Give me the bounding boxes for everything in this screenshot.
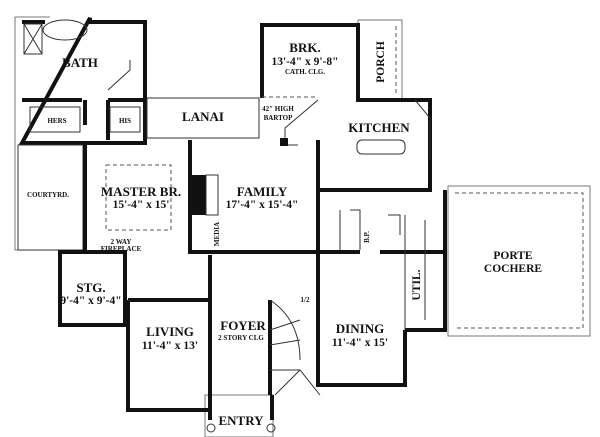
exterior-outlines [14,16,591,437]
entry-label: ENTRY [218,413,264,428]
media-label: MEDIA [213,222,221,246]
half-bath-label: 1/2 [301,296,310,304]
brk-label: BRK. [289,40,320,55]
living-dims: 11'-4" x 13' [142,340,198,352]
foyer-note: 2 STORY CLG [218,334,264,342]
lanai-label: LANAI [182,109,224,124]
brk-dims: 13'-4" x 9'-8" [271,56,338,68]
bp-label: B.P. [363,231,371,243]
foyer-label: FOYER [220,318,266,333]
core-rooms [83,140,447,254]
dining-label: DINING [336,321,384,336]
porte-label-2: COCHERE [484,263,542,275]
room-labels: BATH HERS HIS LANAI BRK. 13'-4" x 9'-8" … [27,40,542,428]
family-dims: 17'-4" x 15'-4" [226,199,299,211]
stg-dims: 9'-4" x 9'-4" [60,295,121,307]
master-dims: 15'-4" x 15' [113,199,170,211]
family-label: FAMILY [237,184,288,199]
living-label: LIVING [146,324,194,339]
south-rooms [58,215,447,433]
bartop-label-2: BARTOP [264,114,294,122]
fireplace-label-1: 2 WAY [111,238,132,246]
porte-label-1: PORTE [493,250,533,262]
fireplace-label-2: FIREPLACE [101,245,142,253]
util-label: UTIL. [411,269,423,300]
dining-dims: 11'-4" x 15' [332,337,388,349]
porch-label: PORCH [375,41,387,83]
master-label: MASTER BR. [101,184,181,199]
north-rooms [146,23,432,192]
bath-label: BATH [62,55,98,70]
his-label: HIS [119,117,131,125]
courtyard-label: COURTYRD. [27,191,69,199]
brk-note: CATH. CLG. [285,68,325,76]
bartop-label-1: 42" HIGH [262,105,294,113]
stg-label: STG. [76,280,105,295]
kitchen-label: KITCHEN [348,120,410,135]
bath-wing [18,17,147,145]
hers-label: HERS [47,117,66,125]
